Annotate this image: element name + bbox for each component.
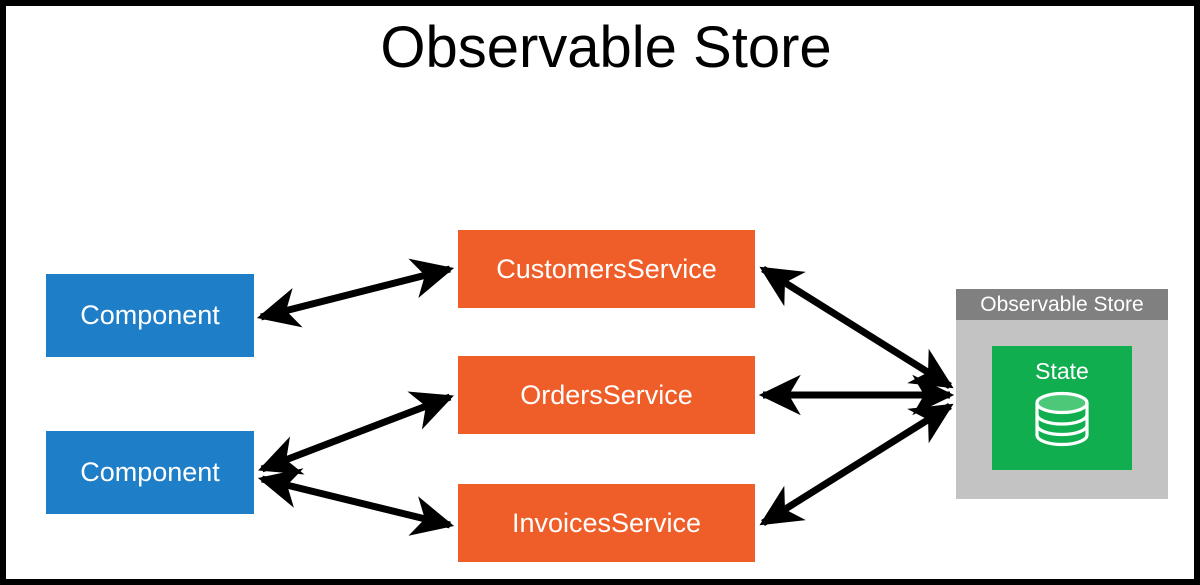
page-title: Observable Store	[380, 15, 832, 80]
arrow-invoicesservice-store	[759, 403, 954, 526]
service-label-customers: CustomersService	[496, 253, 717, 284]
service-box-customers[interactable]: CustomersService	[458, 230, 755, 308]
component-label-2: Component	[80, 457, 220, 487]
arrow-component2-ordersservice	[258, 391, 454, 475]
state-label: State	[1035, 358, 1089, 384]
observable-store-panel[interactable]: Observable Store State	[956, 289, 1168, 499]
service-label-invoices: InvoicesService	[511, 507, 702, 538]
observable-store-header: Observable Store	[956, 289, 1168, 320]
observable-store-header-label: Observable Store	[980, 293, 1144, 316]
arrow-customersservice-store	[759, 266, 954, 389]
arrow-component2-invoicesservice	[257, 468, 455, 536]
database-icon	[1035, 391, 1089, 447]
service-box-orders[interactable]: OrdersService	[458, 356, 755, 434]
component-box-2[interactable]: Component	[46, 431, 254, 514]
state-box[interactable]: State	[992, 346, 1132, 470]
component-box-1[interactable]: Component	[46, 274, 254, 357]
service-box-invoices[interactable]: InvoicesService	[458, 484, 755, 562]
arrow-component1-customersservice	[256, 258, 455, 328]
service-label-orders: OrdersService	[520, 379, 693, 410]
component-label-1: Component	[80, 300, 220, 330]
